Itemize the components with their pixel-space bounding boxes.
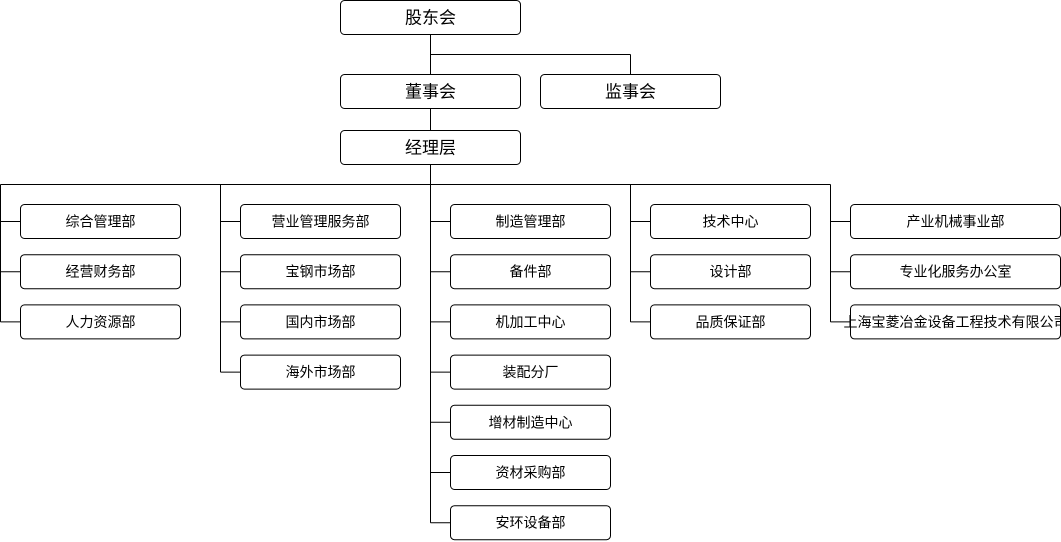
box-shareholders-meeting: 股东会 <box>340 0 521 35</box>
box-management-label: 经理层 <box>405 139 456 159</box>
dept-box-label: 营业管理服务部 <box>272 215 370 231</box>
dept-box: 海外市场部 <box>240 354 401 390</box>
dept-box-label: 装配分厂 <box>503 365 559 381</box>
box-board-of-supervisors-label: 监事会 <box>605 83 656 103</box>
dept-box-label: 安环设备部 <box>496 515 566 532</box>
dept-box-label: 专业化服务办公室 <box>900 264 1012 281</box>
dept-box-label: 经营财务部 <box>66 265 136 281</box>
dept-box: 备件部 <box>450 254 611 290</box>
dept-box: 营业管理服务部 <box>240 204 401 239</box>
dept-box: 专业化服务办公室 <box>850 254 1061 290</box>
dept-box: 制造管理部 <box>450 204 611 239</box>
dept-box-label: 机加工中心 <box>496 315 566 331</box>
dept-box-label: 综合管理部 <box>66 215 136 231</box>
dept-box-label: 国内市场部 <box>286 314 356 331</box>
dept-box: 经营财务部 <box>20 254 181 290</box>
dept-box: 人力资源部 <box>20 304 181 340</box>
dept-box-label: 产业机械事业部 <box>907 215 1005 231</box>
dept-box-label: 海外市场部 <box>286 364 356 381</box>
dept-box: 产业机械事业部 <box>850 204 1061 239</box>
box-shareholders-meeting-label: 股东会 <box>405 9 456 29</box>
dept-box-label: 上海宝菱冶金设备工程技术有限公司 <box>844 314 1061 331</box>
dept-box: 技术中心 <box>650 204 811 239</box>
dept-box-label: 人力资源部 <box>66 315 136 331</box>
dept-box: 机加工中心 <box>450 304 611 340</box>
dept-box-label: 备件部 <box>510 264 552 281</box>
box-board-of-directors-label: 董事会 <box>405 83 456 103</box>
dept-box-label: 品质保证部 <box>696 315 766 331</box>
dept-box: 设计部 <box>650 254 811 290</box>
dept-box: 品质保证部 <box>650 304 811 340</box>
dept-box: 宝钢市场部 <box>240 254 401 290</box>
dept-box-label: 技术中心 <box>703 215 759 231</box>
dept-box-label: 增材制造中心 <box>489 415 573 431</box>
dept-box: 安环设备部 <box>450 505 611 541</box>
dept-box-label: 资材采购部 <box>496 466 566 482</box>
dept-box: 综合管理部 <box>20 204 181 239</box>
dept-box: 国内市场部 <box>240 304 401 340</box>
dept-box: 增材制造中心 <box>450 404 611 440</box>
dept-box-label: 宝钢市场部 <box>286 264 356 281</box>
dept-box: 资材采购部 <box>450 455 611 490</box>
dept-box: 装配分厂 <box>450 354 611 390</box>
box-management: 经理层 <box>340 130 521 165</box>
dept-box: 上海宝菱冶金设备工程技术有限公司 <box>844 304 1061 340</box>
dept-box-label: 制造管理部 <box>496 215 566 231</box>
box-board-of-directors: 董事会 <box>340 74 521 109</box>
dept-box-label: 设计部 <box>710 265 752 281</box>
box-board-of-supervisors: 监事会 <box>540 74 721 109</box>
